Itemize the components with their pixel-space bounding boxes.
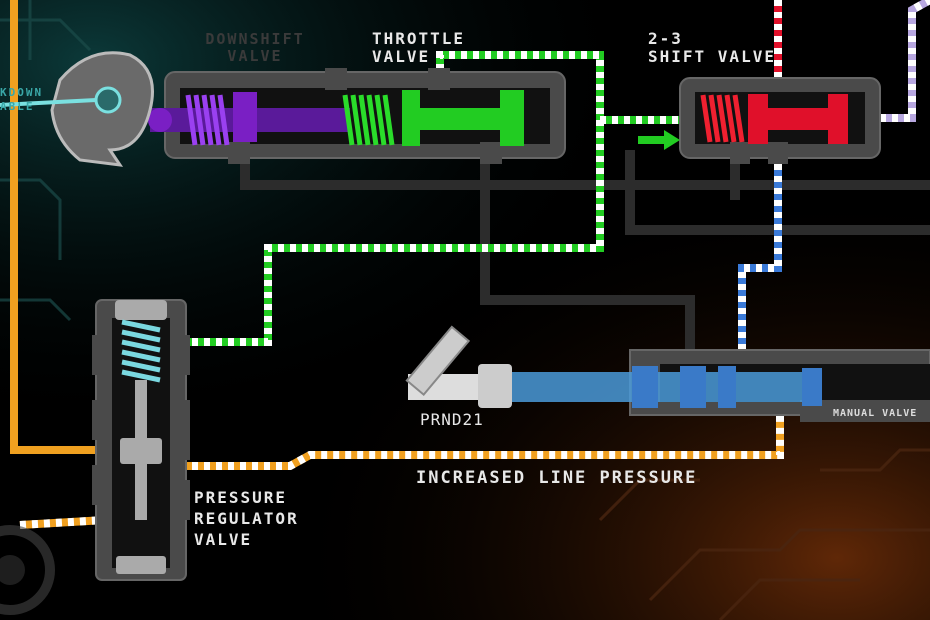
prnd21-label: PRND21 <box>420 410 484 429</box>
pressure-regulator-label-line3: VALVE <box>194 530 252 549</box>
pressure-regulator-label-line2: REGULATOR <box>194 509 299 528</box>
throttle-valve-label-line2: VALVE <box>372 47 430 66</box>
throttle-pressure-line <box>180 51 680 346</box>
shift-valve-label-line2: SHIFT VALVE <box>648 47 776 66</box>
gear-icon <box>0 525 55 615</box>
shift-lever-icon <box>405 325 512 408</box>
shift-valve-spool <box>748 94 848 144</box>
kickdown-cable-label-line2: ABLE <box>0 100 35 113</box>
manual-valve-label: MANUAL VALVE <box>833 408 917 419</box>
pressure-regulator-spring <box>121 319 161 383</box>
kickdown-cam-icon <box>0 51 154 167</box>
pressure-regulator-spool <box>115 300 167 574</box>
downshift-valve-label-line1: DOWNSHIFT <box>205 30 304 48</box>
orange-line-left <box>10 0 110 454</box>
throttle-spring <box>342 94 395 146</box>
pressure-regulator-label-line1: PRESSURE <box>194 488 287 507</box>
downshift-valve-label-line2: VALVE <box>227 47 282 65</box>
shift-valve-label-line1: 2-3 <box>648 29 683 48</box>
downshift-spring <box>185 94 230 146</box>
throttle-valve-label-line1: THROTTLE <box>372 29 465 48</box>
lavender-line <box>880 0 930 122</box>
increased-line-pressure-line <box>19 410 784 529</box>
blue-pressure-line <box>738 152 782 358</box>
kickdown-cable-label-line1: KDOWN <box>0 86 43 99</box>
throttle-valve-spool <box>402 90 524 146</box>
manual-valve-spool <box>505 366 822 408</box>
downshift-valve-spool <box>148 92 350 142</box>
circuit-traces-orange <box>598 448 930 620</box>
flow-arrow-icon <box>638 130 680 150</box>
shift-valve-spring <box>700 94 745 143</box>
increased-line-pressure-label: INCREASED LINE PRESSURE <box>416 468 697 488</box>
